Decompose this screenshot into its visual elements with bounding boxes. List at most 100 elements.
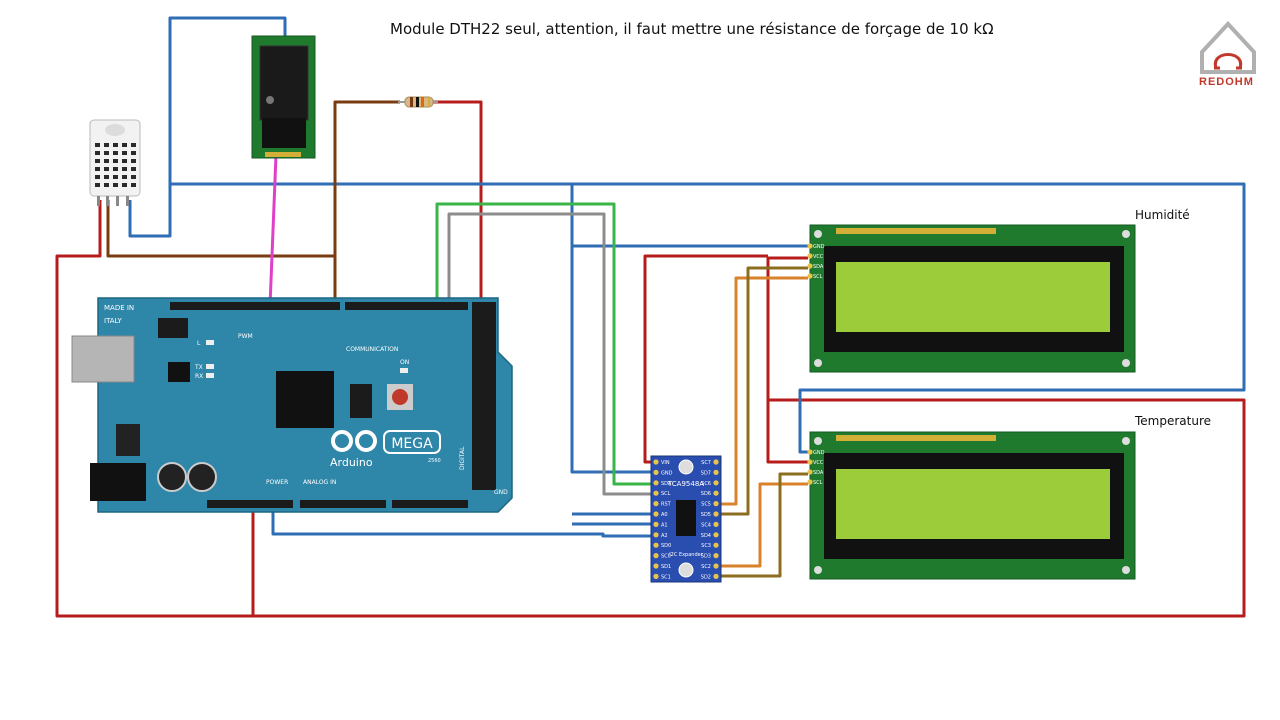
- wire-blue-dht-gnd: [128, 16, 287, 238]
- mux-left-pin-label: SD0: [661, 543, 671, 549]
- lcd-humidity-pin-dot: [807, 243, 813, 249]
- mux-left-pin-dot: [653, 501, 659, 507]
- lcd-humidity-pins: GND VCC SDA SCL: [807, 243, 825, 280]
- wire-brown-d2: [333, 100, 400, 306]
- mux-right-pin-label: SD6: [701, 491, 711, 497]
- mux-left-pin-dot: [653, 511, 659, 517]
- rx-label: RX: [195, 373, 203, 380]
- mux-left-pin-label: GND: [661, 470, 673, 476]
- temperature-label: Temperature: [1135, 414, 1212, 428]
- mux-right-pin-dot: [713, 573, 719, 580]
- mux-left-pin-label: SC0: [661, 554, 671, 560]
- diagram-title: Module DTH22 seul, attention, il faut me…: [390, 20, 994, 38]
- dht-vent-slot: [122, 159, 127, 163]
- mux-i2c-label: I2C Expander: [669, 552, 704, 558]
- usb-port: [71, 335, 135, 383]
- redohm-logo-icon: [1200, 21, 1256, 74]
- mux-right-pin-label: SC5: [701, 502, 711, 508]
- atmega-chip: [276, 371, 334, 428]
- pullup-resistor: [398, 96, 438, 108]
- logo-text: REDOHM: [1199, 76, 1254, 88]
- mux-right-pin-dot: [713, 459, 719, 465]
- wire-blue-lcd1-gnd: [570, 184, 808, 248]
- lcd-humidity-pin-dot: [807, 263, 813, 269]
- dht-vent-slot: [104, 167, 109, 171]
- pwm-label: PWM: [238, 333, 253, 340]
- lcd-humidity-pin-dot: [807, 253, 813, 259]
- mux-right-pin-dot: [713, 532, 719, 538]
- mux-left-pin-dot: [653, 521, 659, 528]
- mux-right-pin-dot: [713, 501, 719, 507]
- wire-red-5v: [55, 200, 1246, 618]
- wire-orange-lcd2-sda: [721, 482, 808, 568]
- lcd-humidity-pin-dot: [807, 273, 813, 279]
- wire-magenta-relay: [268, 154, 278, 307]
- mux-left-pin-dot: [653, 573, 659, 580]
- l-label: L: [197, 340, 201, 347]
- dht-vent-slot: [113, 143, 118, 147]
- dht-vent-slot: [131, 183, 136, 187]
- dht-vent-slot: [122, 143, 127, 147]
- dht-vent-slot: [122, 151, 127, 155]
- mux-right-pin-label: SD4: [701, 533, 711, 539]
- mux-left-pin-dot: [653, 563, 659, 569]
- mux-right-pin-label: SC6: [701, 481, 711, 487]
- mux-right-pin-dot: [713, 563, 719, 569]
- dht-vent-slot: [122, 167, 127, 171]
- mux-left-pin-dot: [653, 480, 659, 486]
- mux-left-pin-label: A2: [661, 533, 668, 539]
- lcd-humidity-pin-label: VCC: [813, 254, 824, 260]
- wire-red-lcd1: [766, 256, 808, 400]
- lcd-humidity: GND VCC SDA SCL: [807, 224, 1136, 373]
- dht-vent-slot: [95, 143, 100, 147]
- mux-left-pin-dot: [653, 469, 659, 475]
- wire-red-resistor: [433, 100, 483, 306]
- dht-vent-slot: [113, 175, 118, 179]
- mux-left-pin-label: RST: [661, 502, 672, 508]
- gnd-label: GND: [494, 489, 508, 496]
- italy-label: ITALY: [104, 317, 123, 325]
- mux-right-pin-label: SC3: [701, 543, 711, 549]
- mux-right-pin-label: SD3: [701, 554, 711, 560]
- mux-right-pin-dot: [713, 553, 719, 559]
- wire-green-sda: [435, 202, 655, 486]
- mux-right-pin-label: SC2: [701, 564, 711, 570]
- lcd-temperature-pin-label: SDA: [813, 470, 824, 476]
- made-in-label: MADE IN: [104, 304, 134, 312]
- arduino-brand: Arduino: [330, 456, 373, 469]
- tca9548a-mux: TCA9548A I2C Expander VINGNDSDASCLRSTA0A…: [650, 455, 722, 583]
- dht-vent-slot: [131, 159, 136, 163]
- mux-left-pin-dot: [653, 490, 659, 496]
- on-label: ON: [400, 359, 409, 366]
- wire-blue-mux: [570, 246, 655, 474]
- mega-label: MEGA: [391, 436, 433, 452]
- mux-left-pin-label: SD1: [661, 564, 671, 570]
- dht-vent-slot: [122, 183, 127, 187]
- mux-right-pin-dot: [713, 521, 719, 528]
- lcd-humidity-pin-label: GND: [813, 244, 825, 250]
- wire-blue-arduino-gnd: [271, 503, 603, 536]
- lcd-humidity-pin-label: SDA: [813, 264, 824, 270]
- mux-right-pin-dot: [713, 480, 719, 486]
- mux-left-pin-label: SDA: [661, 481, 672, 487]
- mux-right-pin-label: SC4: [701, 522, 711, 528]
- wire-gray-scl: [447, 212, 655, 496]
- mux-right-pin-dot: [713, 542, 719, 548]
- lcd-humidity-pin-label: SCL: [813, 274, 823, 280]
- dht-vent-slot: [113, 151, 118, 155]
- dht22-vent-grid: [95, 143, 136, 187]
- mux-left-pin-dot: [653, 459, 659, 465]
- dht-vent-slot: [95, 151, 100, 155]
- lcd-temperature-pin-label: GND: [813, 450, 825, 456]
- dht-vent-slot: [113, 167, 118, 171]
- dht22-sensor: [89, 119, 141, 206]
- mux-chip-label: TCA9548A: [667, 480, 704, 488]
- dht-vent-slot: [95, 159, 100, 163]
- mux-right-pin-label: SC7: [701, 460, 711, 466]
- lcd-temperature-pin-dot: [807, 449, 813, 455]
